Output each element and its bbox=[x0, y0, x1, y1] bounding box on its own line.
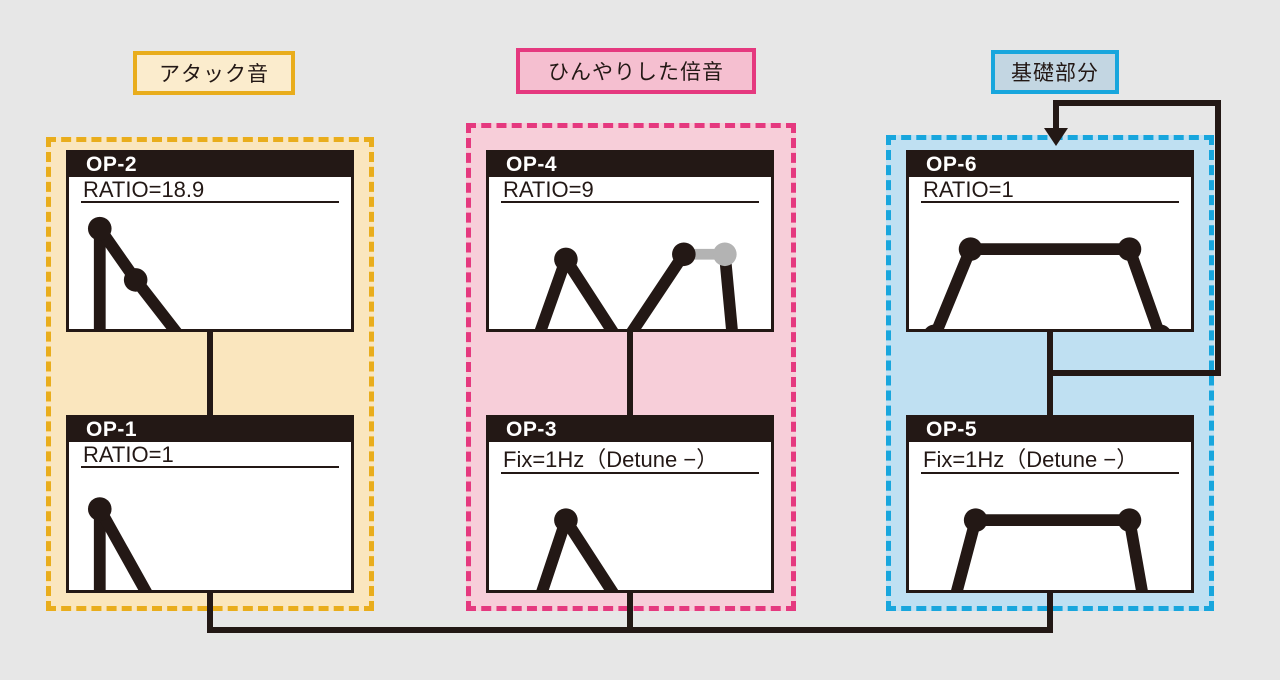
output-bus bbox=[207, 627, 1053, 633]
operator-envelope-op1 bbox=[69, 468, 351, 590]
param-underline bbox=[921, 472, 1179, 474]
operator-param-text: RATIO=9 bbox=[503, 177, 594, 202]
feedback-wire-top bbox=[1053, 100, 1221, 106]
operator-title-op2: OP-2 bbox=[69, 153, 351, 177]
operator-envelope-op4 bbox=[489, 203, 771, 329]
operator-envelope-op3 bbox=[489, 474, 771, 590]
wire-op5-drop bbox=[1047, 591, 1053, 633]
operator-param-op6: RATIO=1 bbox=[909, 177, 1191, 203]
operator-title-op1: OP-1 bbox=[69, 418, 351, 442]
operator-param-text: Fix=1Hz（Detune −） bbox=[503, 447, 719, 472]
wire-op4-to-op3 bbox=[627, 330, 633, 418]
group-label-attack: アタック音 bbox=[133, 51, 295, 95]
feedback-wire-right bbox=[1215, 100, 1221, 376]
group-label-text: 基礎部分 bbox=[1011, 62, 1099, 85]
param-underline bbox=[81, 466, 339, 468]
feedback-wire-bottom bbox=[1053, 370, 1221, 376]
operator-envelope-op2 bbox=[69, 203, 351, 329]
operator-envelope-op6 bbox=[909, 203, 1191, 329]
operator-param-text: RATIO=1 bbox=[83, 442, 174, 467]
operator-param-op3: Fix=1Hz（Detune −） bbox=[489, 442, 771, 474]
feedback-arrow-icon bbox=[1044, 128, 1068, 146]
group-label-cool-harmonics: ひんやりした倍音 bbox=[516, 48, 756, 94]
operator-param-op5: Fix=1Hz（Detune −） bbox=[909, 442, 1191, 474]
param-underline bbox=[501, 201, 759, 203]
group-label-text: ひんやりした倍音 bbox=[548, 61, 724, 84]
operator-title-op5: OP-5 bbox=[909, 418, 1191, 442]
param-underline bbox=[921, 201, 1179, 203]
operator-param-op1: RATIO=1 bbox=[69, 442, 351, 468]
operator-param-op2: RATIO=18.9 bbox=[69, 177, 351, 203]
param-underline bbox=[501, 472, 759, 474]
group-label-text: アタック音 bbox=[159, 63, 269, 86]
wire-op2-to-op1 bbox=[207, 330, 213, 418]
operator-title-op4: OP-4 bbox=[489, 153, 771, 177]
operator-title-op3: OP-3 bbox=[489, 418, 771, 442]
feedback-wire-down bbox=[1053, 100, 1059, 134]
operator-envelope-op5 bbox=[909, 474, 1191, 590]
wire-op3-drop bbox=[627, 591, 633, 633]
operator-param-text: RATIO=18.9 bbox=[83, 177, 205, 202]
wire-op6-to-op5 bbox=[1047, 330, 1053, 418]
operator-param-op4: RATIO=9 bbox=[489, 177, 771, 203]
operator-param-text: Fix=1Hz（Detune −） bbox=[923, 447, 1139, 472]
group-label-fundamental: 基礎部分 bbox=[991, 50, 1119, 94]
operator-param-text: RATIO=1 bbox=[923, 177, 1014, 202]
param-underline bbox=[81, 201, 339, 203]
wire-op1-drop bbox=[207, 591, 213, 633]
operator-title-op6: OP-6 bbox=[909, 153, 1191, 177]
